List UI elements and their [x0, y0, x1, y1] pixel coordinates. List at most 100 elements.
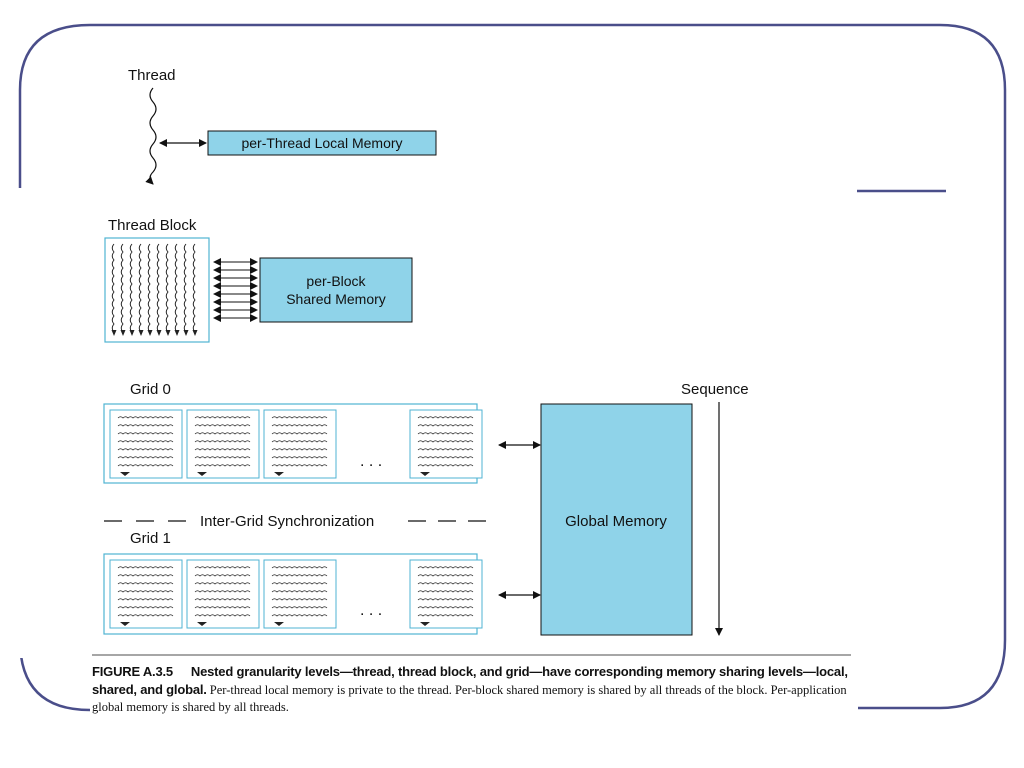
- grid0-blocks: [109, 409, 483, 479]
- caption-bold-text: Nested granularity levels—thread, thread…: [92, 664, 848, 697]
- block-thread-arrowhead: [156, 330, 162, 336]
- grid-thread-squiggle: [117, 424, 174, 427]
- inter-grid-sync-label: Inter-Grid Synchronization: [200, 513, 374, 530]
- grid-thread-arrowheads: [120, 472, 130, 476]
- grid-thread-squiggle: [417, 464, 474, 467]
- grid-thread-squiggle: [117, 456, 174, 459]
- block-thread-arrowhead: [174, 330, 180, 336]
- grid-thread-arrowheads: [197, 472, 207, 476]
- thread-squiggle: [145, 87, 157, 185]
- block-thread-arrowhead: [183, 330, 189, 336]
- grid-thread-squiggle: [271, 440, 328, 443]
- grid-block: [409, 409, 483, 479]
- grid-thread-squiggle: [271, 582, 328, 585]
- block-thread-squiggle: [147, 243, 151, 333]
- grid-thread-squiggle: [194, 416, 251, 419]
- block-shared-memory-label-line2: Shared Memory: [286, 291, 386, 307]
- grid-thread-squiggle: [271, 416, 328, 419]
- block-shared-memory-label-line1: per-Block: [306, 273, 366, 289]
- grid-thread-squiggle: [117, 574, 174, 577]
- grid-thread-squiggle: [117, 606, 174, 609]
- grid1-label: Grid 1: [130, 530, 171, 547]
- grid-thread-squiggle: [194, 582, 251, 585]
- grid0-ellipsis: . . .: [360, 453, 382, 470]
- block-thread-squiggle: [120, 243, 124, 333]
- grid-thread-squiggle: [194, 464, 251, 467]
- grid-thread-arrowheads: [274, 622, 284, 626]
- grid-thread-squiggle: [417, 574, 474, 577]
- grid-thread-squiggle: [417, 582, 474, 585]
- block-thread-arrowhead: [120, 330, 126, 336]
- grid-block: [109, 559, 183, 629]
- grid-thread-squiggle: [194, 566, 251, 569]
- block-thread-arrowhead: [192, 330, 198, 336]
- grid-thread-squiggle: [417, 590, 474, 593]
- grid-thread-squiggle: [417, 424, 474, 427]
- grid-thread-squiggle: [271, 424, 328, 427]
- grid-block: [263, 409, 337, 479]
- grid-thread-squiggle: [194, 448, 251, 451]
- grid-thread-squiggle: [117, 590, 174, 593]
- block-thread-arrowhead: [111, 330, 117, 336]
- thread-local-memory-box: [207, 130, 437, 156]
- block-thread-squiggle: [138, 243, 142, 333]
- thread-label: Thread: [128, 67, 176, 84]
- grid-thread-arrowheads: [420, 622, 430, 626]
- global-memory-box: [540, 403, 693, 636]
- grid-thread-squiggle: [271, 566, 328, 569]
- block-thread-squiggle: [165, 243, 169, 333]
- global-memory-label: Global Memory: [565, 513, 667, 530]
- block-memory-arrows: [213, 258, 258, 322]
- block-thread-arrowhead: [147, 330, 153, 336]
- grid-thread-squiggle: [194, 440, 251, 443]
- grid-block: [186, 559, 260, 629]
- grid-thread-squiggle: [417, 440, 474, 443]
- thread-local-memory-label: per-Thread Local Memory: [241, 135, 402, 151]
- block-thread-squiggle: [111, 243, 115, 333]
- slide-frame: [18, 23, 1007, 712]
- grid-thread-squiggle: [117, 432, 174, 435]
- grid-thread-squiggle: [117, 566, 174, 569]
- block-threads: [111, 243, 198, 336]
- grid-thread-squiggle: [117, 598, 174, 601]
- grid-thread-squiggle: [271, 574, 328, 577]
- grid-block: [186, 409, 260, 479]
- grid-thread-squiggle: [417, 456, 474, 459]
- grid-thread-squiggle: [271, 464, 328, 467]
- grid-thread-squiggle: [417, 598, 474, 601]
- grid1-blocks: [109, 559, 483, 629]
- grid-thread-squiggle: [271, 456, 328, 459]
- grid-thread-squiggle: [194, 606, 251, 609]
- caption-body-text: Per-thread local memory is private to th…: [92, 683, 847, 714]
- grid-thread-squiggle: [194, 574, 251, 577]
- block-thread-squiggle: [174, 243, 178, 333]
- sequence-label: Sequence: [681, 381, 749, 398]
- frame-gap: [14, 188, 88, 658]
- grid-block: [409, 559, 483, 629]
- block-thread-arrowhead: [165, 330, 171, 336]
- grid-thread-squiggle: [194, 432, 251, 435]
- grid-thread-squiggle: [271, 432, 328, 435]
- grid-thread-squiggle: [417, 448, 474, 451]
- grid-thread-squiggle: [271, 614, 328, 617]
- grid-thread-squiggle: [417, 432, 474, 435]
- grid-thread-squiggle: [271, 606, 328, 609]
- grid-thread-squiggle: [271, 448, 328, 451]
- grid-thread-squiggle: [117, 448, 174, 451]
- grid-thread-squiggle: [117, 440, 174, 443]
- grid1-ellipsis: . . .: [360, 602, 382, 619]
- grid-thread-arrowheads: [420, 472, 430, 476]
- grid-thread-squiggle: [117, 464, 174, 467]
- grid-thread-squiggle: [194, 424, 251, 427]
- grid-thread-arrowheads: [197, 622, 207, 626]
- thread-block-label: Thread Block: [108, 217, 197, 234]
- caption-figure-number: FIGURE A.3.5: [92, 664, 173, 679]
- grid-thread-squiggle: [417, 416, 474, 419]
- grid-thread-squiggle: [271, 598, 328, 601]
- grid-thread-arrowheads: [274, 472, 284, 476]
- block-shared-memory-box: [259, 257, 413, 323]
- grid-thread-arrowheads: [120, 622, 130, 626]
- grid-block: [263, 559, 337, 629]
